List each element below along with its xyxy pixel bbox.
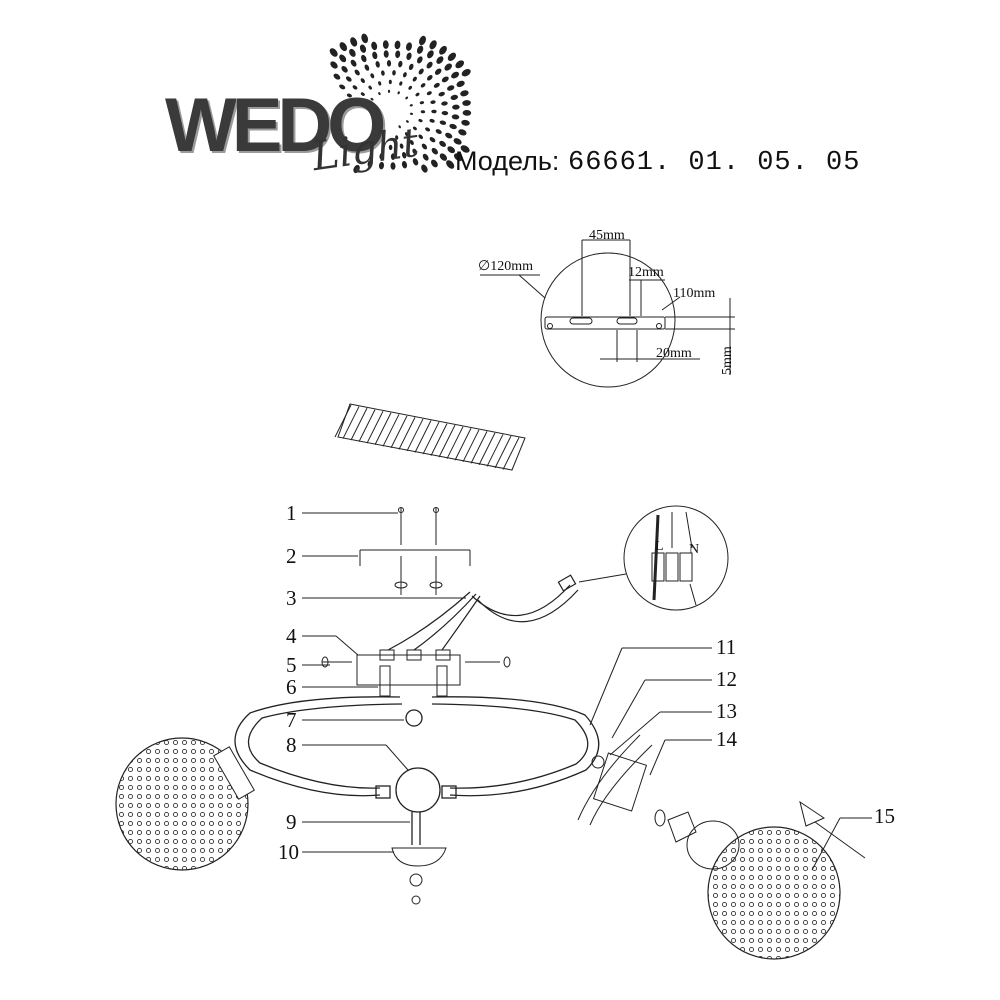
callout-2: 2 (286, 544, 297, 568)
callout-10: 10 (278, 840, 299, 864)
bracket-detail (480, 239, 735, 388)
callout-14: 14 (716, 727, 738, 751)
bracket-plate (544, 316, 666, 330)
callout-13: 13 (716, 699, 737, 723)
callout-5: 5 (286, 653, 297, 677)
callout-11: 11 (716, 635, 736, 659)
model-label: Модель: (455, 146, 560, 176)
callout-9: 9 (286, 810, 297, 834)
callout-leaders (302, 512, 872, 871)
bottom-cap (391, 847, 447, 905)
callout-3: 3 (286, 586, 297, 610)
ring-frame (234, 696, 600, 845)
ceiling-hatch (334, 403, 526, 471)
model-number: 66661. 01. 05. 05 (568, 148, 861, 178)
dim-12mm: 12mm (628, 265, 664, 280)
logo-letters: WEDO (165, 83, 386, 168)
dim-110mm: 110mm (673, 286, 715, 301)
callout-1: 1 (286, 501, 297, 525)
left-glass-shade (115, 737, 255, 871)
ceiling-screws (359, 507, 471, 595)
bracket-detail-circle (540, 252, 676, 388)
callout-8: 8 (286, 733, 297, 757)
dim-20mm: 20mm (656, 346, 692, 361)
callout-6: 6 (286, 675, 297, 699)
dim-5mm: 5mm (720, 346, 735, 375)
callout-7: 7 (286, 708, 297, 732)
right-glass-shade (707, 800, 866, 960)
terminal-l: L (655, 539, 664, 554)
callout-4: 4 (286, 624, 297, 648)
callout-12: 12 (716, 667, 737, 691)
canopy (321, 649, 511, 697)
power-wires (387, 574, 579, 651)
wiring-detail (578, 505, 729, 611)
terminal-n: N (689, 542, 699, 557)
dim-45mm: 45mm (589, 228, 625, 243)
dim-diameter: ∅120mm (478, 259, 533, 274)
callout-15: 15 (874, 804, 895, 828)
